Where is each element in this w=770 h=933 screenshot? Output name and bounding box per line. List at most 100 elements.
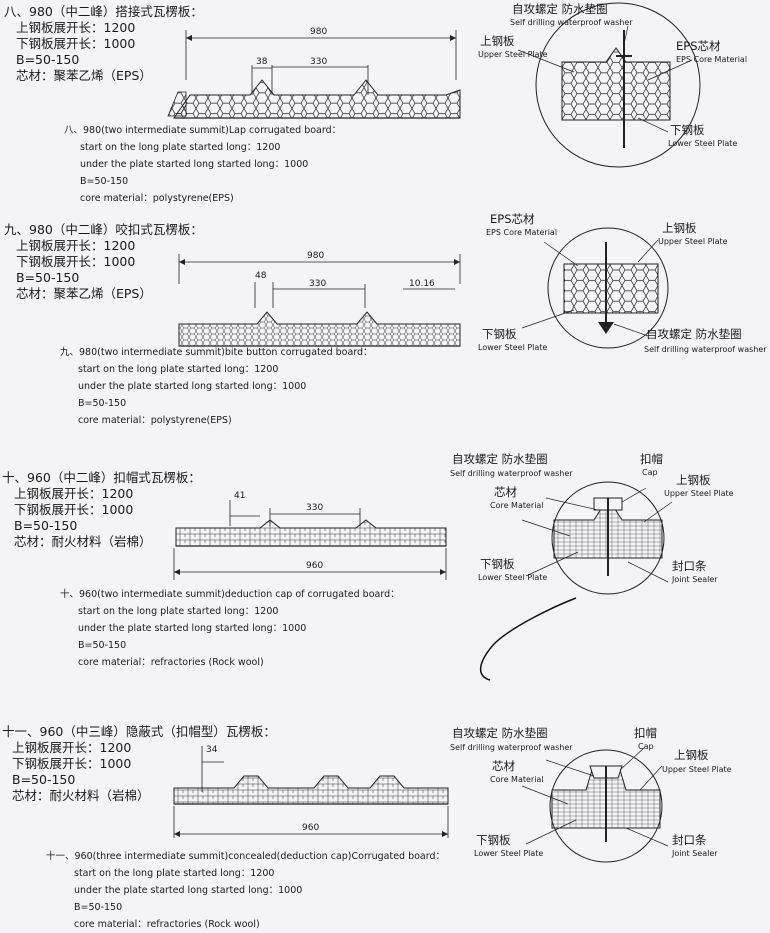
spec-line-en: under the plate started long started lon… xyxy=(78,623,307,634)
spec-cn: 十一、960（中三峰）隐蔽式（扣帽型）瓦楞板： 上钢板展开长：1200 下钢板展… xyxy=(2,724,276,804)
spec-line: 芯材：聚苯乙烯（EPS） xyxy=(16,68,152,83)
detail-view-8: 自攻螺定 防水垫圈 Self drilling waterproof washe… xyxy=(478,2,747,168)
spec-line-en: core material：polystyrene(EPS) xyxy=(78,415,232,426)
callout-core-cn: 芯材 xyxy=(492,759,515,773)
spec-cn: 八、980（中二峰）搭接式瓦楞板： 上钢板展开长：1200 下钢板展开长：100… xyxy=(4,4,203,84)
spec-line-en: core material：refractories (Rock wool) xyxy=(74,919,260,930)
spec-line-en: core material：refractories (Rock wool) xyxy=(78,657,264,668)
callout-sealer-en: Joint Sealer xyxy=(671,849,718,858)
spec-line-en: B=50-150 xyxy=(78,640,127,651)
spec-title-en: 八、980(two intermediate summit)Lap corrug… xyxy=(64,125,342,136)
callout-washer-en: Self drilling waterproof washer xyxy=(450,469,573,478)
callout-upper-cn: 上钢板 xyxy=(676,473,711,487)
spec-title: 十、960（中二峰）扣帽式瓦楞板： xyxy=(2,470,201,485)
spec-line: B=50-150 xyxy=(16,52,80,67)
callout-core-en: Core Material xyxy=(490,501,544,510)
callout-upper-cn: 上钢板 xyxy=(480,34,515,48)
callout-lower-en: Lower Steel Plate xyxy=(668,139,737,148)
spec-line-en: under the plate started long started lon… xyxy=(74,885,303,896)
panel-profile-10: 41 330 960 xyxy=(173,491,447,580)
spec-line: 上钢板展开长：1200 xyxy=(12,740,132,755)
dim-960: 960 xyxy=(302,823,319,833)
spec-title: 八、980（中二峰）搭接式瓦楞板： xyxy=(4,4,203,19)
callout-washer-cn: 自攻螺定 防水垫圈 xyxy=(512,2,608,16)
section-10: 十、960（中二峰）扣帽式瓦楞板： 上钢板展开长：1200 下钢板展开长：100… xyxy=(0,452,770,696)
spec-line: 上钢板展开长：1200 xyxy=(14,486,134,501)
spec-line-en: start on the long plate started long：120… xyxy=(78,364,279,375)
spec-line: 下钢板展开长：1000 xyxy=(12,756,132,771)
callout-washer-cn: 自攻螺定 防水垫圈 xyxy=(452,726,548,740)
dim-330: 330 xyxy=(310,57,327,67)
dim-10-16: 10.16 xyxy=(409,279,435,289)
callout-lower-cn: 下钢板 xyxy=(480,557,515,571)
callout-upper-cn: 上钢板 xyxy=(662,221,697,235)
spec-line: B=50-150 xyxy=(16,270,80,285)
spec-line-en: start on the long plate started long：120… xyxy=(80,142,281,153)
callout-core-en: EPS Core Material xyxy=(676,55,747,64)
spec-title: 九、980（中二峰）咬扣式瓦楞板： xyxy=(4,222,203,237)
callout-lower-cn: 下钢板 xyxy=(476,833,511,847)
spec-title-en: 九、980(two intermediate summit)bite butto… xyxy=(60,347,373,358)
callout-core-cn: 芯材 xyxy=(494,485,517,499)
detail-view-10: 自攻螺定 防水垫圈 Self drilling waterproof washe… xyxy=(450,452,734,681)
spec-line: B=50-150 xyxy=(12,772,76,787)
dim-41: 41 xyxy=(234,491,245,501)
spec-line-en: start on the long plate started long：120… xyxy=(78,606,279,617)
callout-washer-cn: 自攻螺定 防水垫圈 xyxy=(646,327,742,341)
callout-core-en: EPS Core Material xyxy=(486,228,557,237)
callout-washer-cn: 自攻螺定 防水垫圈 xyxy=(452,452,548,466)
spec-line-en: under the plate started long started lon… xyxy=(78,381,307,392)
section-11: 十一、960（中三峰）隐蔽式（扣帽型）瓦楞板： 上钢板展开长：1200 下钢板展… xyxy=(0,720,770,930)
spec-line-en: B=50-150 xyxy=(80,176,129,187)
spec-line: 下钢板展开长：1000 xyxy=(16,36,136,51)
spec-title-en: 十、960(two intermediate summit)deduction … xyxy=(60,589,400,600)
spec-line: 上钢板展开长：1200 xyxy=(16,20,136,35)
callout-upper-en: Upper Steel Plate xyxy=(662,765,732,774)
spec-en: 十、960(two intermediate summit)deduction … xyxy=(60,586,400,671)
panel-profile-8: 980 38 330 xyxy=(167,27,461,119)
callout-washer-en: Self drilling waterproof washer xyxy=(510,18,633,27)
dim-980: 980 xyxy=(310,27,327,37)
spec-line-en: B=50-150 xyxy=(74,902,123,913)
dim-960: 960 xyxy=(306,561,323,571)
spec-en: 八、980(two intermediate summit)Lap corrug… xyxy=(64,122,341,207)
callout-sealer-cn: 封口条 xyxy=(672,833,707,847)
dim-980: 980 xyxy=(307,251,324,261)
spec-title-en: 十一、960(three intermediate summit)conceal… xyxy=(46,851,446,862)
callout-cap-cn: 扣帽 xyxy=(634,726,657,740)
spec-line-en: B=50-150 xyxy=(78,398,127,409)
dim-330: 330 xyxy=(306,503,323,513)
spec-line: 上钢板展开长：1200 xyxy=(16,238,136,253)
dim-330: 330 xyxy=(309,279,326,289)
callout-lower-en: Lower Steel Plate xyxy=(474,849,543,858)
detail-view-9: EPS芯材 EPS Core Material 上钢板 Upper Steel … xyxy=(478,212,767,354)
spec-line: 下钢板展开长：1000 xyxy=(14,502,134,517)
spec-line-en: start on the long plate started long：120… xyxy=(74,868,275,879)
spec-en: 九、980(two intermediate summit)bite butto… xyxy=(60,344,373,429)
callout-cap-en: Cap xyxy=(642,468,658,477)
callout-upper-en: Upper Steel Plate xyxy=(478,50,548,59)
spec-cn: 十、960（中二峰）扣帽式瓦楞板： 上钢板展开长：1200 下钢板展开长：100… xyxy=(2,470,201,550)
callout-washer-en: Self drilling waterproof washer xyxy=(644,345,767,354)
callout-upper-en: Upper Steel Plate xyxy=(664,489,734,498)
detail-view-11: 自攻螺定 防水垫圈 Self drilling waterproof washe… xyxy=(450,726,732,863)
spec-line-en: under the plate started long started lon… xyxy=(80,159,309,170)
callout-lower-cn: 下钢板 xyxy=(482,327,517,341)
spec-en: 十一、960(three intermediate summit)conceal… xyxy=(46,848,445,933)
spec-line: 芯材：耐火材料（岩棉） xyxy=(14,534,152,549)
callout-core-cn: EPS芯材 xyxy=(490,212,535,226)
callout-core-en: Core Material xyxy=(490,775,544,784)
callout-lower-cn: 下钢板 xyxy=(670,123,705,137)
callout-cap-cn: 扣帽 xyxy=(640,452,663,466)
section-8: 八、980（中二峰）搭接式瓦楞板： 上钢板展开长：1200 下钢板展开长：100… xyxy=(0,0,770,215)
section-9: 九、980（中二峰）咬扣式瓦楞板： 上钢板展开长：1200 下钢板展开长：100… xyxy=(0,212,770,440)
spec-line-en: core material：polystyrene(EPS) xyxy=(80,193,234,204)
spec-line: 芯材：耐火材料（岩棉） xyxy=(12,788,150,803)
panel-profile-11: 34 960 xyxy=(173,745,449,838)
callout-sealer-en: Joint Sealer xyxy=(671,575,718,584)
callout-lower-en: Lower Steel Plate xyxy=(478,573,547,582)
callout-upper-en: Upper Steel Plate xyxy=(658,237,728,246)
spec-line: B=50-150 xyxy=(14,518,78,533)
callout-core-cn: EPS芯材 xyxy=(676,39,721,53)
callout-sealer-cn: 封口条 xyxy=(672,559,707,573)
